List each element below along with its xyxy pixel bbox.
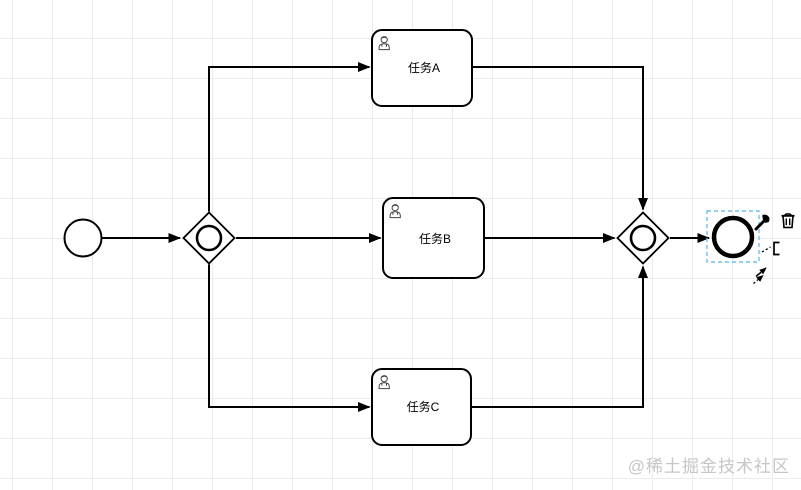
selection-outline — [706, 210, 760, 263]
inclusive-marker-icon — [195, 224, 223, 252]
inclusive-gateway-split[interactable] — [182, 211, 236, 265]
text-annotation-icon[interactable] — [761, 241, 780, 256]
flow-split-to-task-a[interactable] — [208, 62, 371, 212]
inclusive-gateway-join[interactable] — [616, 211, 670, 265]
task-a-label: 任务A — [408, 60, 440, 75]
watermark: @稀土掘金技术社区 — [627, 457, 790, 476]
flow-task-a-to-join[interactable] — [472, 66, 648, 211]
connect-icon[interactable] — [753, 267, 767, 284]
end-event[interactable] — [711, 215, 755, 259]
user-task-c[interactable]: 任务C — [371, 368, 472, 446]
flow-split-to-task-c[interactable] — [208, 264, 371, 412]
user-task-b[interactable]: 任务B — [382, 197, 485, 279]
wrench-icon[interactable] — [754, 214, 770, 231]
trash-icon[interactable] — [781, 213, 795, 229]
inclusive-marker-icon — [629, 224, 657, 252]
user-task-a[interactable]: 任务A — [371, 29, 473, 107]
flow-task-c-to-join[interactable] — [471, 265, 648, 408]
task-b-label: 任务B — [419, 231, 451, 246]
task-c-label: 任务C — [407, 399, 440, 414]
context-pad — [753, 213, 795, 284]
start-event[interactable] — [63, 218, 103, 258]
